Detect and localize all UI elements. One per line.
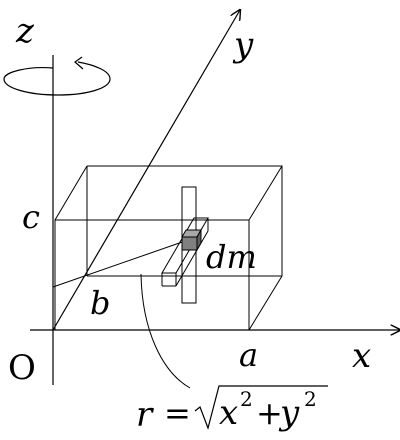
svg-text:2: 2	[240, 387, 253, 411]
svg-text:x: x	[219, 393, 238, 433]
mass-element-dm	[181, 228, 202, 252]
svg-text:y: y	[278, 393, 300, 433]
svg-text:2: 2	[304, 387, 317, 411]
a-label: a	[239, 336, 258, 374]
b-label: b	[90, 284, 110, 322]
z-axis-label: z	[15, 11, 35, 51]
x-axis-label: x	[352, 336, 371, 376]
rectangular-box	[54, 165, 283, 331]
origin-label: O	[8, 348, 36, 388]
rotation-arrow-icon	[3, 56, 111, 96]
radius-line-r	[52, 239, 189, 288]
svg-text:r: r	[136, 395, 154, 435]
dm-label: dm	[206, 238, 257, 276]
sqrt-sign-icon	[194, 385, 328, 430]
radius-pointer-curve	[140, 273, 191, 389]
c-label: c	[22, 198, 40, 236]
svg-text:+: +	[256, 394, 283, 432]
svg-text:=: =	[164, 394, 191, 432]
radius-formula: r = x 2 + y 2	[136, 385, 328, 435]
y-axis-label: y	[232, 25, 254, 65]
